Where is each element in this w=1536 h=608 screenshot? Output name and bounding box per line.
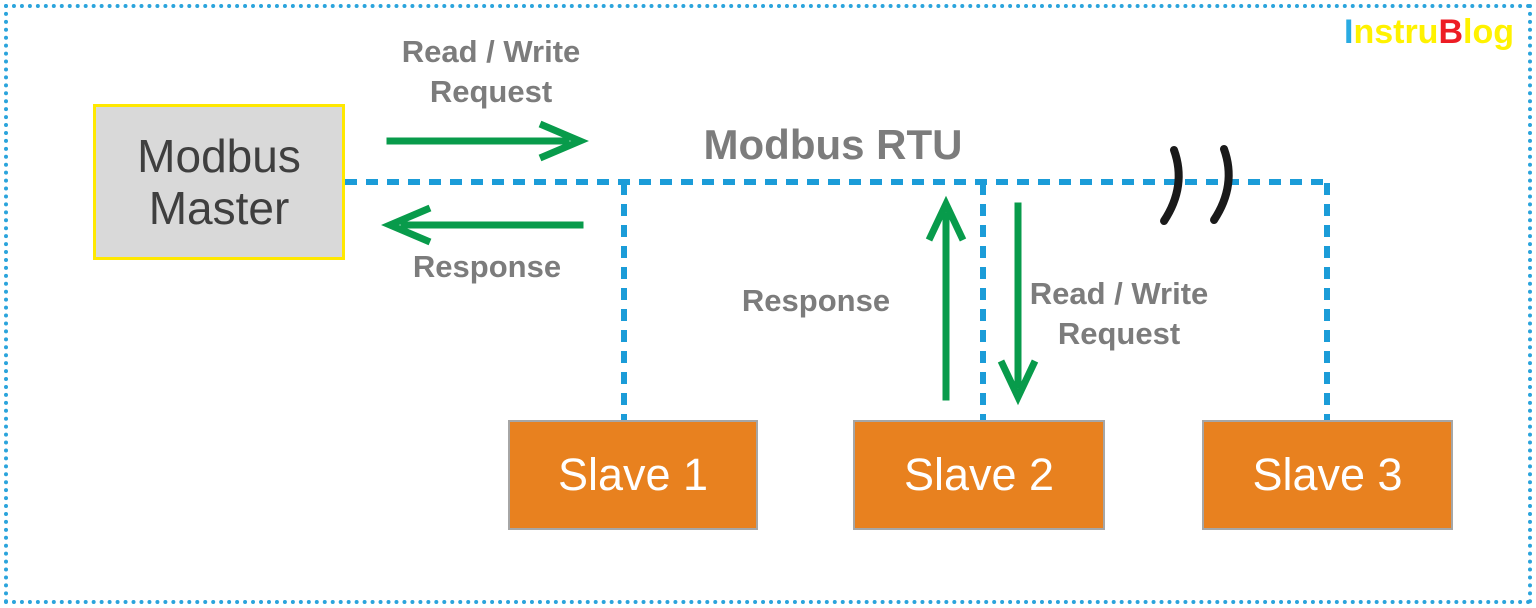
slave1-node: Slave 1 [508, 420, 758, 530]
master-label-line2: Master [148, 182, 290, 234]
master-response-label-text: Response [412, 249, 562, 284]
slave2-request-label-line2: Request [1057, 315, 1181, 351]
modbus-master-node: Modbus Master [93, 104, 345, 260]
slave2-drop-line [980, 183, 986, 420]
slave3-label: Slave 3 [1252, 449, 1403, 500]
arrow-up-icon [925, 195, 967, 401]
slave2-label: Slave 2 [903, 449, 1055, 500]
instrublog-logo: InstruBlog [1344, 13, 1514, 52]
logo-part-nstru: nstru [1353, 13, 1439, 51]
slave1-label: Slave 1 [557, 449, 709, 500]
arrow-right-icon [386, 120, 589, 162]
slave3-node: Slave 3 [1202, 420, 1453, 530]
master-response-label: Response [413, 247, 561, 287]
master-request-label-line2: Request [429, 73, 553, 109]
logo-part-b: B [1438, 13, 1464, 51]
slave2-response-label: Response [742, 281, 890, 321]
slave2-response-label-text: Response [741, 283, 891, 318]
logo-part-log: log [1463, 13, 1514, 51]
slave3-drop-line [1324, 183, 1330, 420]
bus-title: Modbus RTU [704, 120, 963, 170]
master-request-label-line1: Read / Write [401, 34, 581, 69]
modbus-bus-line [345, 179, 1330, 185]
bus-title-text: Modbus RTU [703, 121, 963, 168]
slave1-drop-line [621, 183, 627, 420]
slave2-node: Slave 2 [853, 420, 1105, 530]
master-label-line1: Modbus [137, 129, 301, 182]
line-break-icon [1160, 145, 1233, 225]
logo-part-i: I [1344, 13, 1354, 51]
slave2-request-label-line1: Read / Write [1029, 276, 1209, 311]
arrow-left-icon [381, 204, 584, 246]
master-request-label: Read / Write Request [402, 32, 581, 111]
slave2-request-label: Read / Write Request [1030, 274, 1209, 353]
